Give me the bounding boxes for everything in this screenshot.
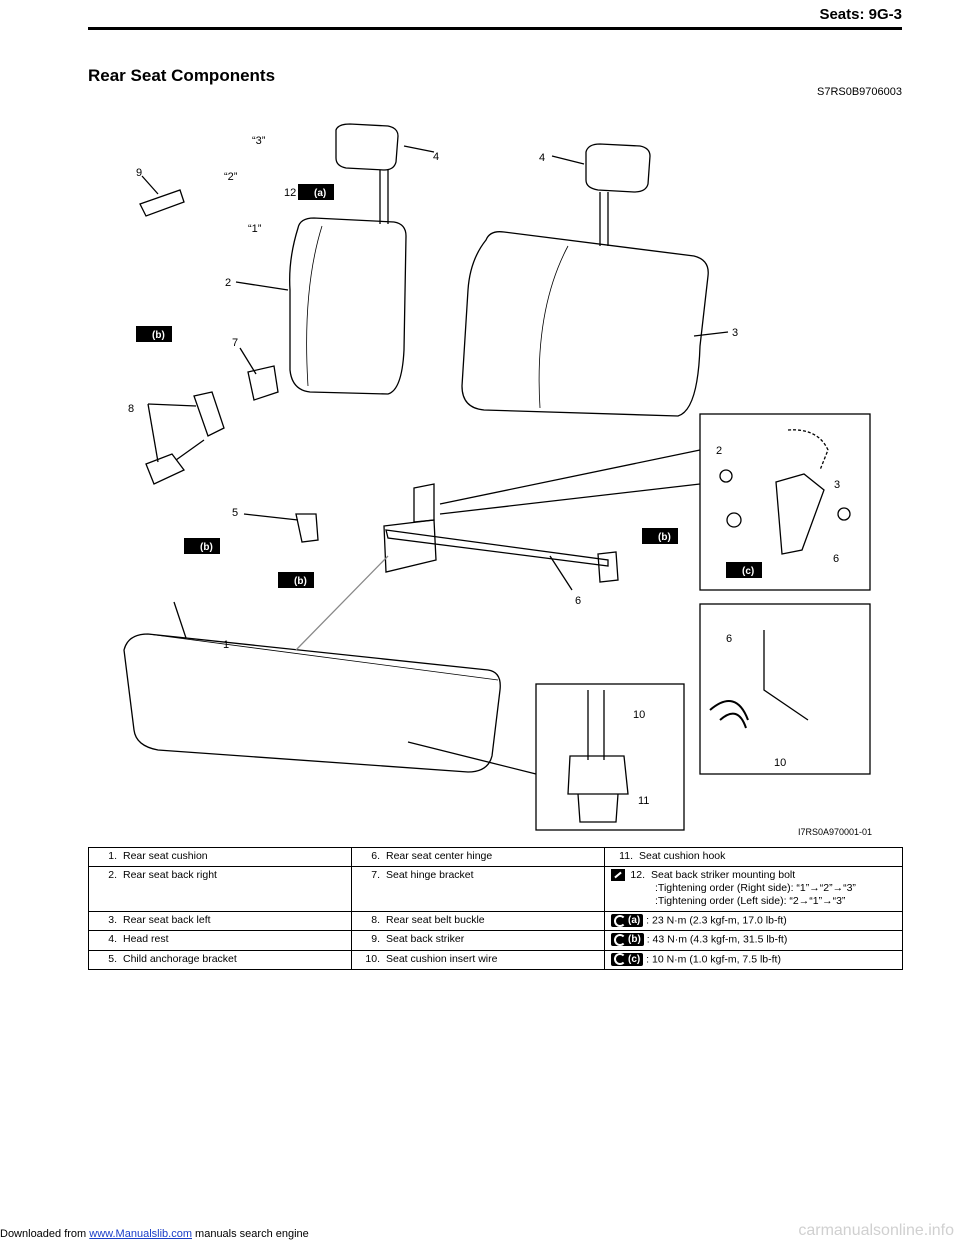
callout-6b: 6 xyxy=(833,553,839,565)
callout-7: 7 xyxy=(232,337,238,349)
torque-tag-b4: (b) xyxy=(658,532,671,543)
seat-back-striker-shape xyxy=(139,189,185,217)
order-label-1: “1” xyxy=(248,223,262,235)
callout-1: 1 xyxy=(223,639,229,651)
seat-hinge-bracket-shape xyxy=(247,365,279,401)
rear-seat-exploded-diagram: 1 2 3 4 4 5 6 6 6 7 8 9 10 10 11 12 2 3 … xyxy=(123,123,872,837)
page-header-title: Seats: 9G-3 xyxy=(819,6,902,23)
child-anchorage-shape xyxy=(295,513,319,543)
torque-tag-a: (a) xyxy=(314,188,326,199)
inset-insert-wire-detail xyxy=(699,603,871,775)
callout-9: 9 xyxy=(136,167,142,179)
callout-12: 12 xyxy=(284,187,296,199)
callout-6a: 6 xyxy=(575,595,581,607)
torque-wrench-icon: (c) xyxy=(611,952,644,966)
callout-11: 11 xyxy=(638,795,649,807)
download-footer: Downloaded from www.Manualslib.com manua… xyxy=(0,1228,309,1240)
callout-6c: 6 xyxy=(726,633,732,645)
figure-id: I7RS0A970001-01 xyxy=(798,827,872,837)
callout-10a: 10 xyxy=(633,709,645,721)
torque-tag-b3: (b) xyxy=(294,576,307,587)
apply-bolt-icon xyxy=(611,869,625,882)
torque-tag-b1: (b) xyxy=(152,330,165,341)
callout-10b: 10 xyxy=(774,757,786,769)
callout-2: 2 xyxy=(225,277,231,289)
order-label-3: “3” xyxy=(252,135,266,147)
callout-8: 8 xyxy=(128,403,134,415)
buckle-shape xyxy=(193,391,225,437)
table-row: 4.Head rest 9.Seat back striker (b) : 43… xyxy=(88,930,903,951)
torque-wrench-icon: (a) xyxy=(611,914,644,927)
head-rest-left-shape xyxy=(585,143,651,193)
seat-back-left-shape xyxy=(461,231,709,417)
callout-5: 5 xyxy=(232,507,238,519)
inset-hinge-detail xyxy=(699,413,871,591)
center-hinge-shape xyxy=(413,483,435,523)
callout-3: 3 xyxy=(732,327,738,339)
section-title: Rear Seat Components xyxy=(88,66,276,85)
table-row: 3.Rear seat back left 8.Rear seat belt b… xyxy=(88,910,903,932)
watermark: carmanualsonline.info xyxy=(798,1222,954,1239)
manualslib-link[interactable]: www.Manualslib.com xyxy=(89,1228,192,1240)
torque-tag-b2: (b) xyxy=(200,542,213,553)
callout-4a: 4 xyxy=(433,151,439,163)
callout-3-inset: 3 xyxy=(834,479,840,491)
seat-cushion-shape xyxy=(123,633,501,773)
components-legend-table: 1.Rear seat cushion 6.Rear seat center h… xyxy=(88,847,903,970)
torque-wrench-icon: (b) xyxy=(611,933,644,947)
torque-tag-c: (c) xyxy=(742,566,754,577)
callout-2-inset: 2 xyxy=(716,445,722,457)
inset-hook-detail xyxy=(535,683,685,831)
section-code: S7RS0B9706003 xyxy=(816,86,902,98)
table-row: 2.Rear seat back right 7.Seat hinge brac… xyxy=(88,866,903,912)
seat-back-right-shape xyxy=(289,217,407,395)
head-rest-right-shape xyxy=(335,123,399,171)
callout-4b: 4 xyxy=(539,152,545,164)
header-rule xyxy=(88,27,902,30)
order-label-2: “2” xyxy=(224,171,238,183)
table-row: 5.Child anchorage bracket 10.Seat cushio… xyxy=(88,949,903,970)
table-row: 1.Rear seat cushion 6.Rear seat center h… xyxy=(88,847,903,867)
